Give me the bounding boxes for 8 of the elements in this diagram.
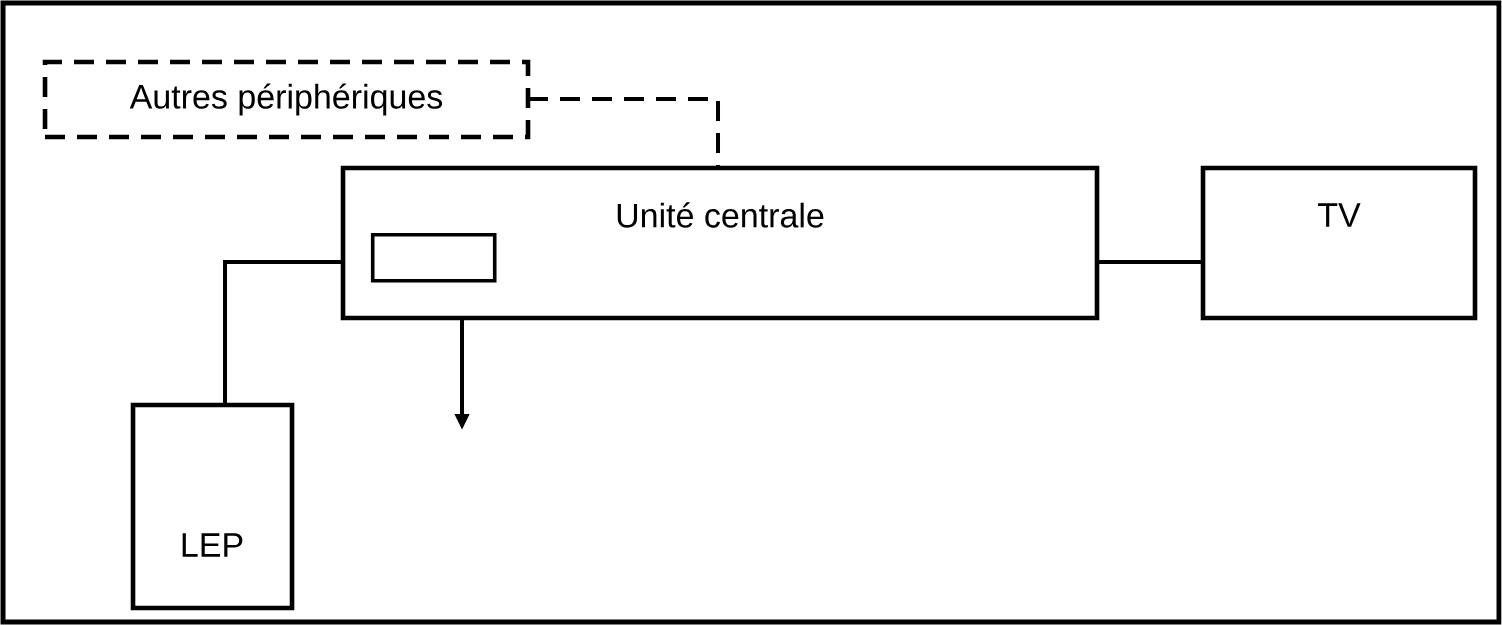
device-box: TV [1200,165,1478,321]
connector-line [1097,260,1203,264]
device-box: LEP [130,402,295,611]
dashed-box: Autres périphériques [42,59,531,140]
connector-line [223,260,343,405]
connector-line [528,97,720,168]
unit-box: Unité centrale [340,165,1100,321]
slot-box [370,232,497,283]
